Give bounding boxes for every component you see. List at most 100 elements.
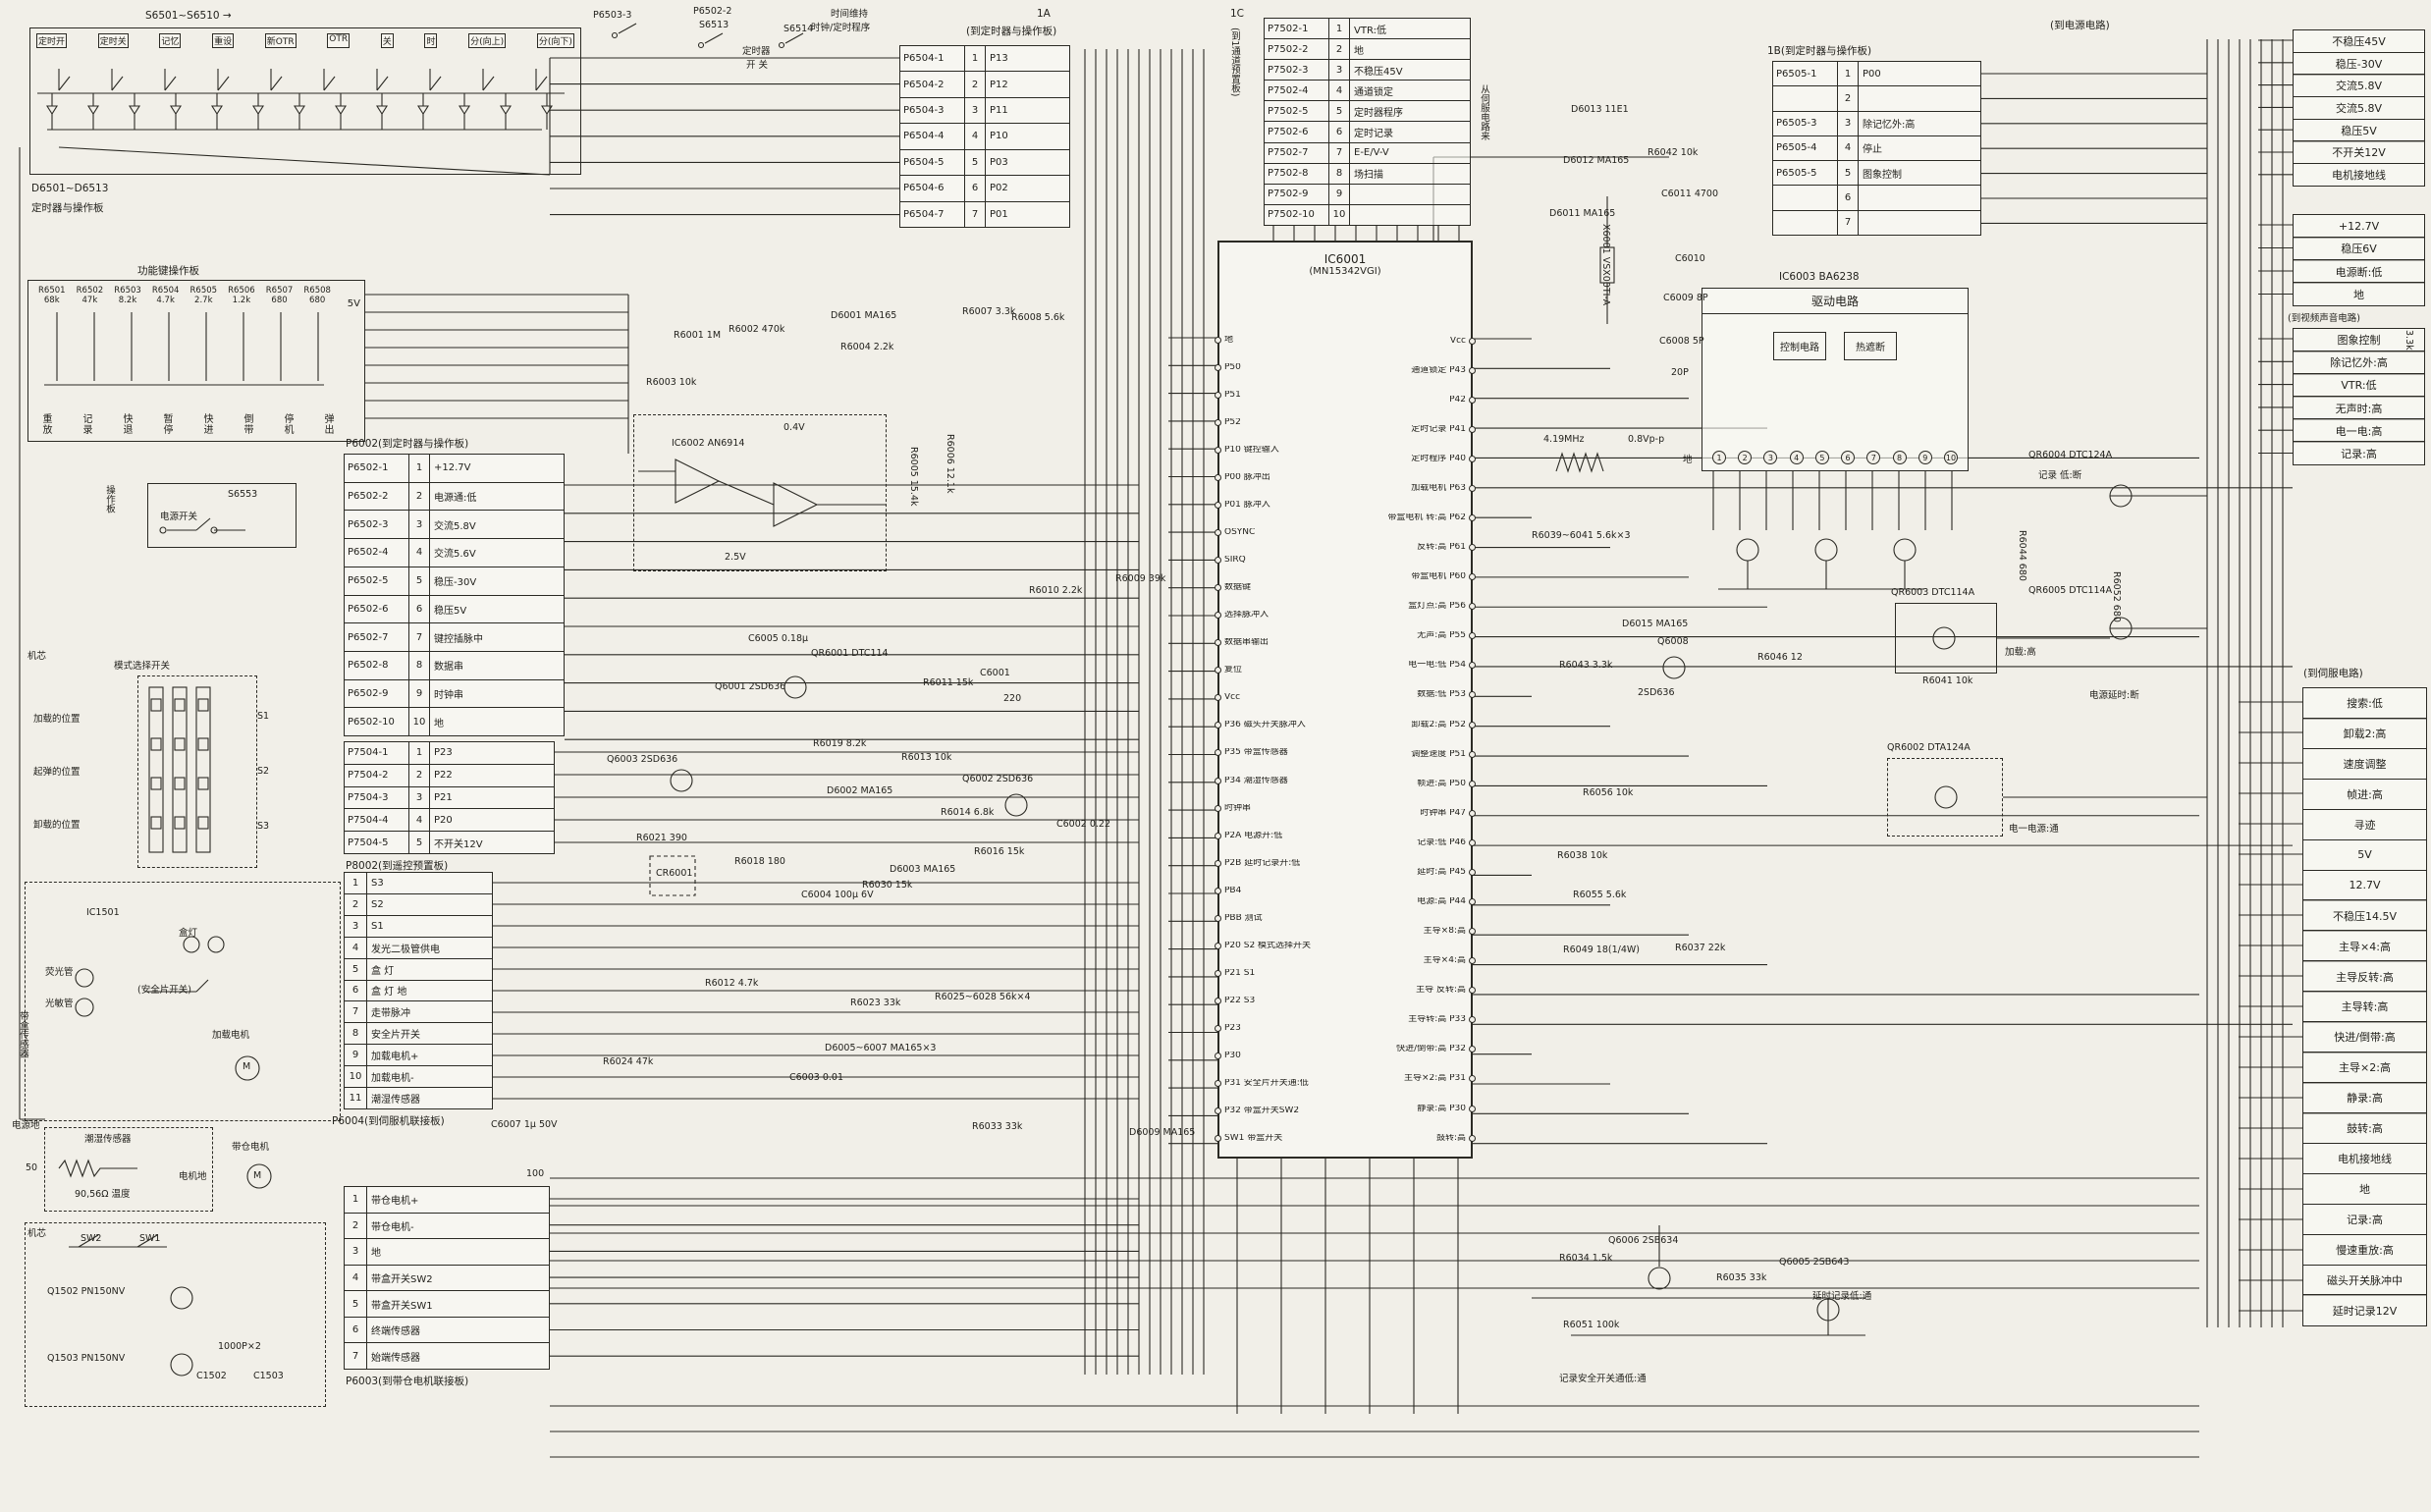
component-label: R6007 3.3k bbox=[962, 306, 1016, 317]
component-label: R6021 390 bbox=[636, 833, 687, 843]
pin-circle bbox=[1215, 1135, 1221, 1143]
qr6003-box bbox=[1895, 603, 1997, 674]
component-label: 模式选择开关 bbox=[114, 661, 171, 672]
ic6001-left-pin: P23 bbox=[1215, 1015, 1330, 1043]
pin-circle bbox=[1215, 557, 1221, 565]
function-key-label: 弹出 bbox=[322, 413, 333, 435]
component-label: 加载:高 bbox=[2005, 647, 2036, 658]
qr6002-box bbox=[1887, 758, 2003, 837]
av-out-label: 无声时:高 bbox=[2293, 396, 2425, 420]
ic6001-right-pin: 静录:高 P30 bbox=[1330, 1094, 1476, 1123]
component-label: 操作板 bbox=[104, 485, 115, 513]
pin-circle bbox=[1215, 584, 1221, 592]
component-label: R6003 10k bbox=[646, 377, 697, 388]
component-label: 潮湿传感器 bbox=[84, 1134, 132, 1145]
servo-out-label: 主导转:高 bbox=[2302, 991, 2427, 1023]
power-out-label: 稳压-30V bbox=[2293, 51, 2425, 76]
pin-circle bbox=[1215, 418, 1221, 426]
ic6001-left-pin: P31 安全片开关通:低 bbox=[1215, 1070, 1330, 1098]
mechanism-block bbox=[25, 1222, 326, 1407]
ic6001-right-pin: Vcc bbox=[1330, 326, 1476, 355]
ic6001-left-pin: P50 bbox=[1215, 353, 1330, 381]
component-label: R6035 33k bbox=[1716, 1272, 1767, 1283]
component-label: C6001 bbox=[980, 668, 1010, 678]
ic6001-left-pin: P01 脉冲入 bbox=[1215, 491, 1330, 518]
component-label: SW2 bbox=[81, 1233, 102, 1244]
ic6001-right-pin: 数据:低 P53 bbox=[1330, 680, 1476, 710]
component-label: S6553 bbox=[228, 489, 258, 500]
component-label: Q6008 bbox=[1657, 636, 1689, 647]
connector-ja-note: (到定时器与操作板) bbox=[966, 26, 1057, 37]
pin-circle bbox=[1468, 632, 1476, 640]
pin-circle bbox=[1468, 1105, 1476, 1112]
ic6001-right-pin: 主导×4:高 bbox=[1330, 946, 1476, 976]
component-label: S2 bbox=[257, 766, 270, 777]
power-out-label: 交流5.8V bbox=[2293, 74, 2425, 98]
component-label: 50 bbox=[26, 1162, 38, 1173]
ic6001-right-pin: 反转:高 P61 bbox=[1330, 533, 1476, 563]
power-out-label: 不开关12V bbox=[2293, 140, 2425, 165]
pin-circle bbox=[1468, 750, 1476, 758]
ic6001-left-pin: 数据串输出 bbox=[1215, 629, 1330, 657]
component-label: D6015 MA165 bbox=[1622, 619, 1689, 629]
component-label: R6024 47k bbox=[603, 1056, 654, 1067]
av-out-label: 电源断:低 bbox=[2293, 259, 2425, 284]
servo-out-label: 电机接地线 bbox=[2302, 1142, 2427, 1175]
ic6001-right-pin: 盒灯点:高 P56 bbox=[1330, 592, 1476, 621]
ic6001-right-pin: 带盒电机 转:高 P62 bbox=[1330, 503, 1476, 532]
ic6001-left-pin: P21 S1 bbox=[1215, 959, 1330, 987]
component-label: C6010 bbox=[1675, 253, 1705, 264]
pin-circle bbox=[1468, 1046, 1476, 1053]
ic6001-name: IC6001 bbox=[1324, 252, 1367, 266]
pin-circle bbox=[1468, 544, 1476, 552]
pin-circle bbox=[1468, 425, 1476, 433]
ic6001-right-pin: 帧进:高 P50 bbox=[1330, 769, 1476, 798]
component-label: R6008 5.6k bbox=[1011, 312, 1065, 323]
component-label: R6005 15.4k bbox=[908, 447, 919, 507]
power-circuit-note: (到电源电路) bbox=[2050, 20, 2110, 31]
component-label: 记录 低:断 bbox=[2038, 470, 2082, 481]
ic6001-right-pin: 加载电机 P63 bbox=[1330, 473, 1476, 503]
component-label: 20P bbox=[1671, 367, 1689, 378]
function-key-label: 记录 bbox=[81, 413, 91, 435]
component-label: R6006 12.1k bbox=[945, 434, 955, 494]
component-label: 4.19MHz bbox=[1543, 434, 1585, 445]
ic6001-right-pin: 卸载2:高 P52 bbox=[1330, 710, 1476, 739]
component-label: Q1502 PN150NV bbox=[47, 1286, 126, 1297]
component-label: 时间维持 bbox=[831, 9, 869, 20]
ic6001-right-pin: 无声:高 P55 bbox=[1330, 621, 1476, 651]
component-label: C6011 4700 bbox=[1661, 189, 1719, 199]
timer-switch-label: OTR bbox=[327, 33, 351, 48]
pin-circle bbox=[1468, 780, 1476, 787]
component-label: 盒灯 bbox=[179, 928, 198, 939]
pin-circle bbox=[1215, 363, 1221, 371]
timer-switch-label: 分(向上) bbox=[468, 33, 507, 48]
component-label: R6033 33k bbox=[972, 1121, 1023, 1132]
ic6003-pin: 7 bbox=[1866, 451, 1881, 464]
component-label: 0.8Vp-p bbox=[1628, 434, 1665, 445]
ic6001-right-pin: 鼓转:高 bbox=[1330, 1123, 1476, 1153]
connector-ja-label: 1A bbox=[1037, 8, 1051, 20]
servo-out-label: 快进/倒带:高 bbox=[2302, 1021, 2427, 1053]
component-label: 加载电机 bbox=[212, 1030, 250, 1041]
component-label: R6011 15k bbox=[923, 677, 974, 688]
